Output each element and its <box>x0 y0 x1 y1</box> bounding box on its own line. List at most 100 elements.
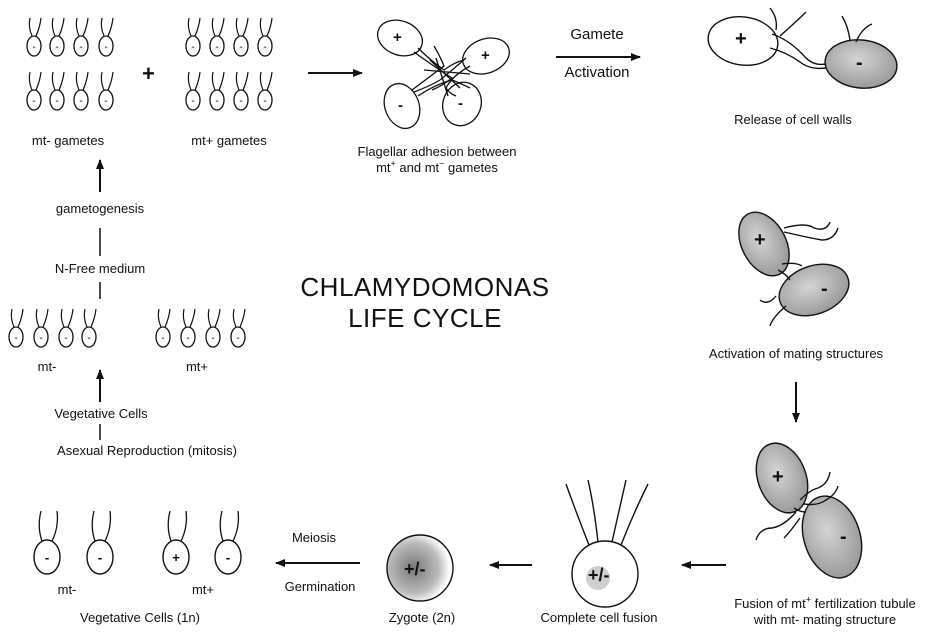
fusion-line1-a: Fusion of mt <box>734 596 806 611</box>
adhesion-cell-minus-1: - <box>398 95 403 117</box>
adhesion-cell-plus-1: + <box>393 27 402 49</box>
meiosis-label: Meiosis <box>292 530 336 546</box>
vegetative-minus-cell-mark: - <box>87 333 90 344</box>
vegetative-minus-cell: - <box>59 309 73 347</box>
zygote-mark: +/- <box>404 558 426 580</box>
vegetative-1n-cell-mark: - <box>45 550 49 565</box>
bottom-mt-minus-label: mt- <box>58 582 77 598</box>
gamete-minus-cell: - <box>50 72 64 110</box>
gamete-plus-cell-mark: - <box>191 42 194 53</box>
germination-label: Germination <box>285 579 356 595</box>
zygote-label: Zygote (2n) <box>389 610 455 626</box>
gamete-minus-cell-mark: - <box>79 96 82 107</box>
gamete-plus-cell-mark: - <box>239 96 242 107</box>
release-cell-plus: + <box>735 28 747 50</box>
gamete-plus-cell-mark: - <box>215 96 218 107</box>
gamete-plus-cell: - <box>234 18 248 56</box>
mt-plus-gametes-label: mt+ gametes <box>191 133 267 149</box>
adhesion-cell-minus-2: - <box>458 93 463 115</box>
gamete-minus-cell-mark: - <box>55 96 58 107</box>
gamete-minus-cell: - <box>27 18 41 56</box>
vegetative-1n-cell-mark: - <box>226 550 230 565</box>
gamete-minus-cell-mark: - <box>55 42 58 53</box>
vegetative-mt-minus-label: mt- <box>38 359 57 375</box>
release-cell-walls-label: Release of cell walls <box>734 112 852 128</box>
gametogenesis-label: gametogenesis <box>56 201 144 217</box>
asexual-reproduction-label: Asexual Reproduction (mitosis) <box>57 443 237 459</box>
gamete-plus-cell-mark: - <box>263 42 266 53</box>
activation-mating-cells <box>729 204 856 326</box>
vegetative-1n-cell: - <box>87 511 113 574</box>
mt-minus-gametes-label: mt- gametes <box>32 133 104 149</box>
plus-sign: + <box>142 63 155 85</box>
vegetative-plus-cell: - <box>206 309 220 347</box>
fusion-cell-minus: - <box>840 526 847 548</box>
gamete-plus-cell: - <box>210 72 224 110</box>
vegetative-minus-cell: - <box>9 309 23 347</box>
complete-fusion-mark: +/- <box>588 564 610 586</box>
vegetative-minus-cell-mark: - <box>64 333 67 344</box>
vegetative-minus-cell-mark: - <box>39 333 42 344</box>
gamete-minus-cell: - <box>99 72 113 110</box>
gamete-plus-cell: - <box>258 72 272 110</box>
gamete-minus-cell-mark: - <box>79 42 82 53</box>
mt-plus-gametes-group: - - - - - - - - <box>186 18 272 110</box>
flagellar-line2-c: gametes <box>444 160 497 175</box>
fusion-tubule-label-line2: with mt- mating structure <box>754 612 896 628</box>
vegetative-1n-cells-group: - - + - <box>34 511 241 574</box>
vegetative-plus-cell-mark: - <box>161 333 164 344</box>
vegetative-plus-cell: - <box>181 309 195 347</box>
vegetative-mt-plus-label: mt+ <box>186 359 208 375</box>
gamete-minus-cell-mark: - <box>32 42 35 53</box>
flagellar-line2-a: mt <box>376 160 390 175</box>
vegetative-minus-cell-mark: - <box>14 333 17 344</box>
gamete-plus-cell: - <box>234 72 248 110</box>
fusion-line1-b: fertilization tubule <box>811 596 916 611</box>
vegetative-minus-cell: - <box>82 309 96 347</box>
gamete-plus-cell-mark: - <box>215 42 218 53</box>
vegetative-minus-cells-group: ---- <box>9 309 96 347</box>
vegetative-plus-cell: - <box>156 309 170 347</box>
title-line-1: CHLAMYDOMONAS <box>300 272 549 303</box>
gamete-plus-cell-mark: - <box>239 42 242 53</box>
vegetative-1n-cell: - <box>34 511 60 574</box>
gamete-minus-cell: - <box>74 18 88 56</box>
gamete-activation-label-1: Gamete <box>570 26 623 44</box>
gamete-plus-cell: - <box>210 18 224 56</box>
vegetative-plus-cells-group: ---- <box>156 309 245 347</box>
vegetative-1n-cell: + <box>163 511 189 574</box>
fusion-tubule-label-line1: Fusion of mt+ fertilization tubule <box>734 596 916 612</box>
gamete-plus-cell-mark: - <box>263 96 266 107</box>
activation-cell-minus: - <box>821 278 828 300</box>
vegetative-plus-cell-mark: - <box>236 333 239 344</box>
activation-mating-label: Activation of mating structures <box>709 346 883 362</box>
diagram-title: CHLAMYDOMONAS LIFE CYCLE <box>300 272 549 334</box>
flagellar-adhesion-label-line1: Flagellar adhesion between <box>358 144 517 160</box>
flagellar-adhesion-label-line2: mt+ and mt− gametes <box>376 160 498 176</box>
activation-cell-plus: + <box>754 229 766 251</box>
title-line-2: LIFE CYCLE <box>300 303 549 334</box>
vegetative-1n-cell: - <box>215 511 241 574</box>
vegetative-minus-cell: - <box>34 309 48 347</box>
mt-minus-gametes-group: - - - - - - - - <box>27 18 113 110</box>
vegetative-plus-cell-mark: - <box>211 333 214 344</box>
gamete-plus-cell: - <box>186 72 200 110</box>
gamete-minus-cell-mark: - <box>104 96 107 107</box>
gamete-plus-cell: - <box>258 18 272 56</box>
gamete-plus-cell-mark: - <box>191 96 194 107</box>
adhesion-cell-plus-2: + <box>481 45 490 67</box>
n-free-medium-label: N-Free medium <box>55 261 145 277</box>
vegetative-plus-cell-mark: - <box>186 333 189 344</box>
vegetative-1n-cell-mark: + <box>172 550 180 565</box>
gamete-minus-cell: - <box>50 18 64 56</box>
gamete-minus-cell-mark: - <box>32 96 35 107</box>
gamete-minus-cell: - <box>74 72 88 110</box>
vegetative-cells-label: Vegetative Cells <box>54 406 147 422</box>
complete-fusion-cell <box>566 480 648 607</box>
gamete-minus-cell-mark: - <box>104 42 107 53</box>
complete-fusion-label: Complete cell fusion <box>540 610 657 626</box>
fusion-tubule-cells <box>747 436 871 586</box>
gamete-plus-cell: - <box>186 18 200 56</box>
bottom-mt-plus-label: mt+ <box>192 582 214 598</box>
